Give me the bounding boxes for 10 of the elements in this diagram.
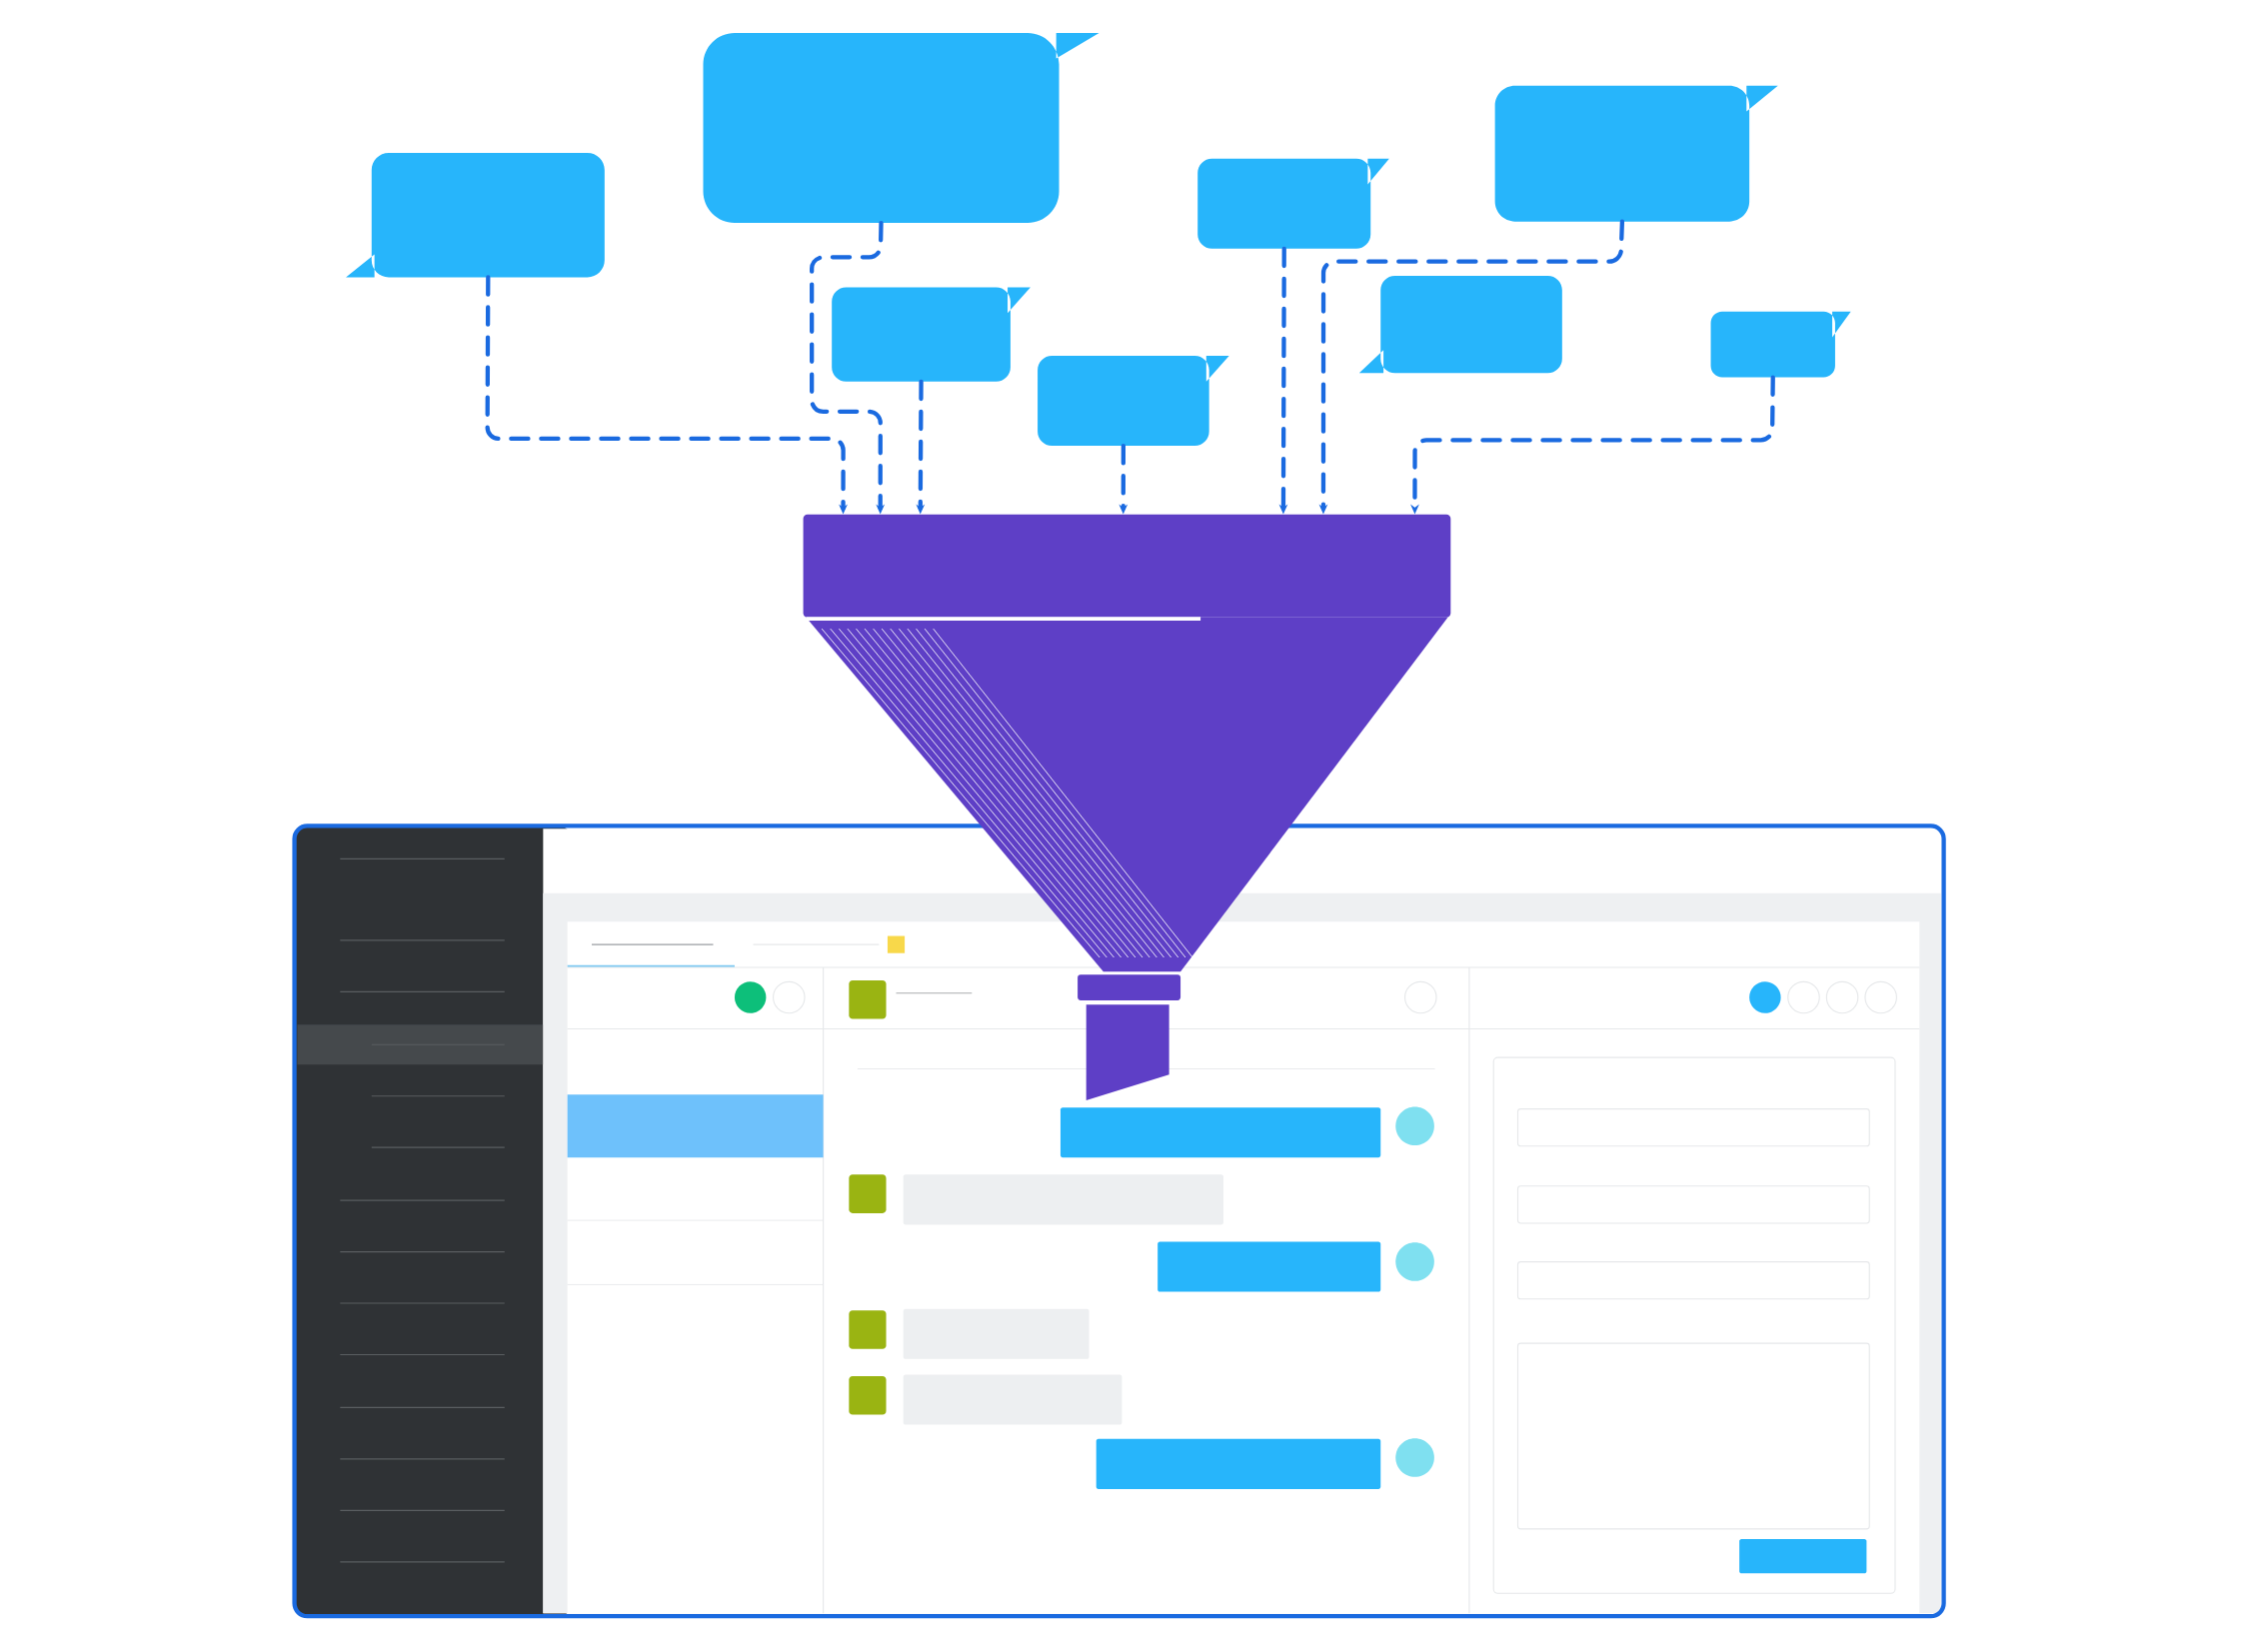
funnel-drawing xyxy=(803,514,1451,1101)
speech-bubble xyxy=(346,153,605,278)
speech-bubble xyxy=(832,287,1031,382)
speech-bubble xyxy=(1197,158,1389,249)
speech-bubble xyxy=(703,32,1100,224)
speech-bubble xyxy=(1494,85,1778,222)
speech-bubble xyxy=(1358,276,1562,374)
speech-bubble xyxy=(1038,356,1229,447)
speech-bubble xyxy=(1710,311,1851,378)
app-window-drawing xyxy=(292,824,1946,1619)
